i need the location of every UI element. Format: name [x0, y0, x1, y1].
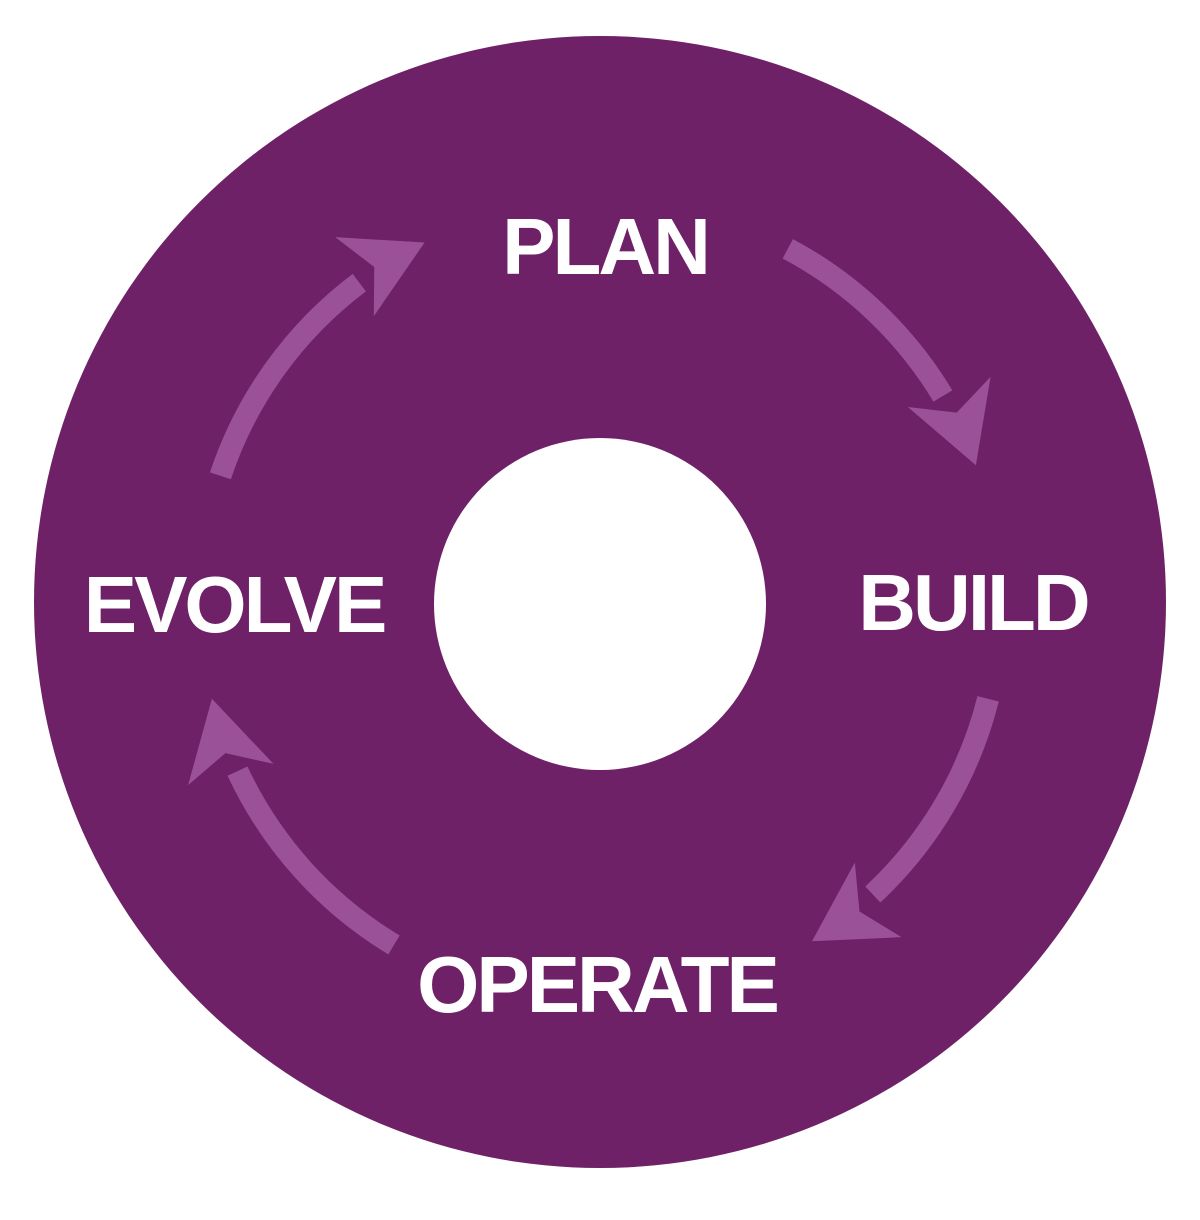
curved-arrow-operate-to-evolve-icon — [188, 698, 400, 955]
curved-arrow-build-to-operate-icon — [812, 696, 999, 942]
curved-arrow-head — [335, 237, 425, 317]
stage-label-build: BUILD — [858, 558, 1088, 647]
donut-center-hole — [434, 438, 766, 770]
curved-arrow-head — [188, 698, 274, 786]
stage-label-operate: OPERATE — [417, 940, 777, 1029]
curved-arrow-body — [782, 239, 953, 402]
curved-arrow-head — [812, 862, 902, 942]
stage-label-evolve: EVOLVE — [84, 560, 385, 649]
curved-arrow-head — [907, 376, 991, 466]
curved-arrow-evolve-to-plan-icon — [209, 237, 425, 480]
curved-arrow-plan-to-build-icon — [782, 239, 991, 466]
curved-arrow-body — [865, 696, 999, 903]
curved-arrow-body — [227, 766, 400, 955]
stage-label-plan: PLAN — [502, 202, 708, 291]
curved-arrow-body — [209, 273, 366, 480]
